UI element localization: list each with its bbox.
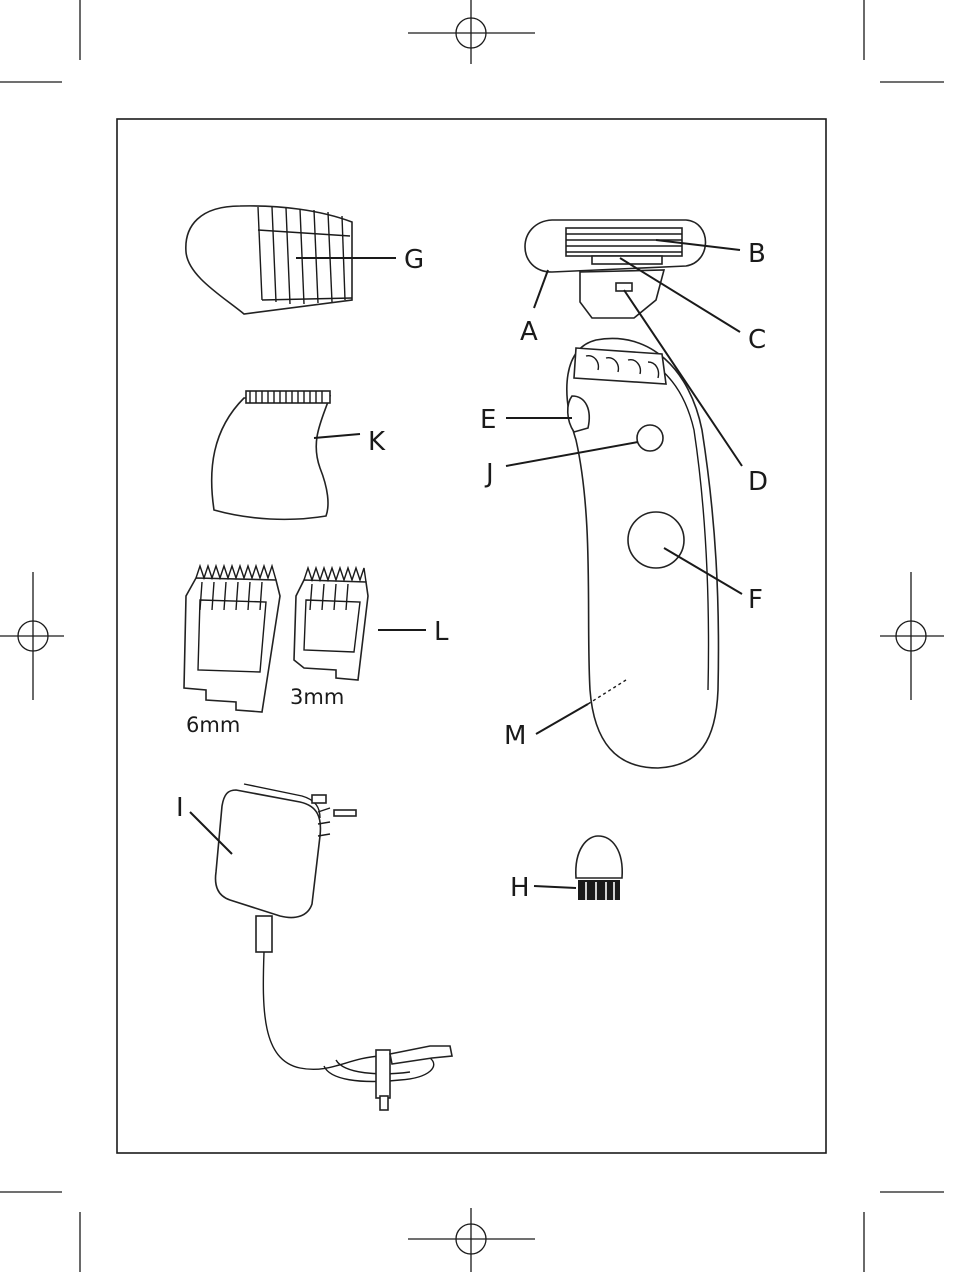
- leader-h: [534, 886, 576, 888]
- label-g: G: [404, 245, 424, 275]
- cleaning-brush-h: [576, 836, 622, 900]
- power-adapter-i: [216, 784, 452, 1110]
- registration-mark-right: [880, 572, 944, 700]
- leader-k: [314, 434, 360, 438]
- comb-6mm: [184, 566, 280, 712]
- label-e: E: [480, 405, 496, 435]
- trimmer-head-k: [212, 391, 330, 519]
- label-l: L: [434, 617, 449, 647]
- comb-3mm: [294, 568, 368, 680]
- leader-m: [536, 704, 588, 734]
- label-h: H: [510, 873, 530, 903]
- label-c: C: [748, 325, 766, 355]
- leader-a: [534, 270, 548, 308]
- label-i: I: [176, 793, 184, 823]
- label-b: B: [748, 239, 766, 269]
- guide-attachment-g: [186, 206, 352, 314]
- label-k: K: [368, 427, 386, 457]
- label-f: F: [748, 585, 763, 615]
- label-j: J: [484, 459, 494, 489]
- registration-mark-bottom: [408, 1208, 535, 1272]
- registration-mark-top: [408, 0, 535, 64]
- registration-mark-left: [0, 572, 64, 700]
- comb-size-6mm: 6mm: [186, 713, 240, 737]
- label-d: D: [748, 467, 768, 497]
- comb-size-3mm: 3mm: [290, 685, 344, 709]
- label-a: A: [520, 317, 538, 347]
- shaver-head: [525, 220, 706, 318]
- label-m: M: [504, 721, 526, 751]
- crop-marks: [0, 0, 944, 1272]
